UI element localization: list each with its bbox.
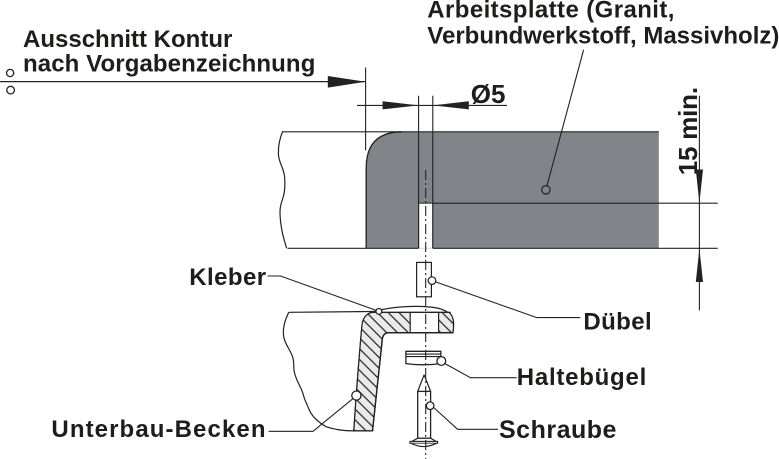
svg-text:Unterbau-Becken: Unterbau-Becken (51, 416, 266, 443)
svg-text:Arbeitsplatte (Granit,: Arbeitsplatte (Granit, (427, 0, 675, 23)
svg-text:Ø5: Ø5 (471, 79, 506, 109)
svg-text:nach Vorgabenzeichnung: nach Vorgabenzeichnung (23, 51, 315, 78)
svg-text:Haltebügel: Haltebügel (517, 364, 647, 391)
svg-text:Dübel: Dübel (583, 308, 652, 335)
svg-text:Ausschnitt Kontur: Ausschnitt Kontur (23, 26, 232, 53)
svg-text:Schraube: Schraube (499, 416, 617, 444)
svg-text:15 min.: 15 min. (673, 87, 703, 175)
svg-text:Kleber: Kleber (189, 264, 266, 291)
svg-text:Verbundwerkstoff, Massivholz): Verbundwerkstoff, Massivholz) (427, 22, 779, 49)
